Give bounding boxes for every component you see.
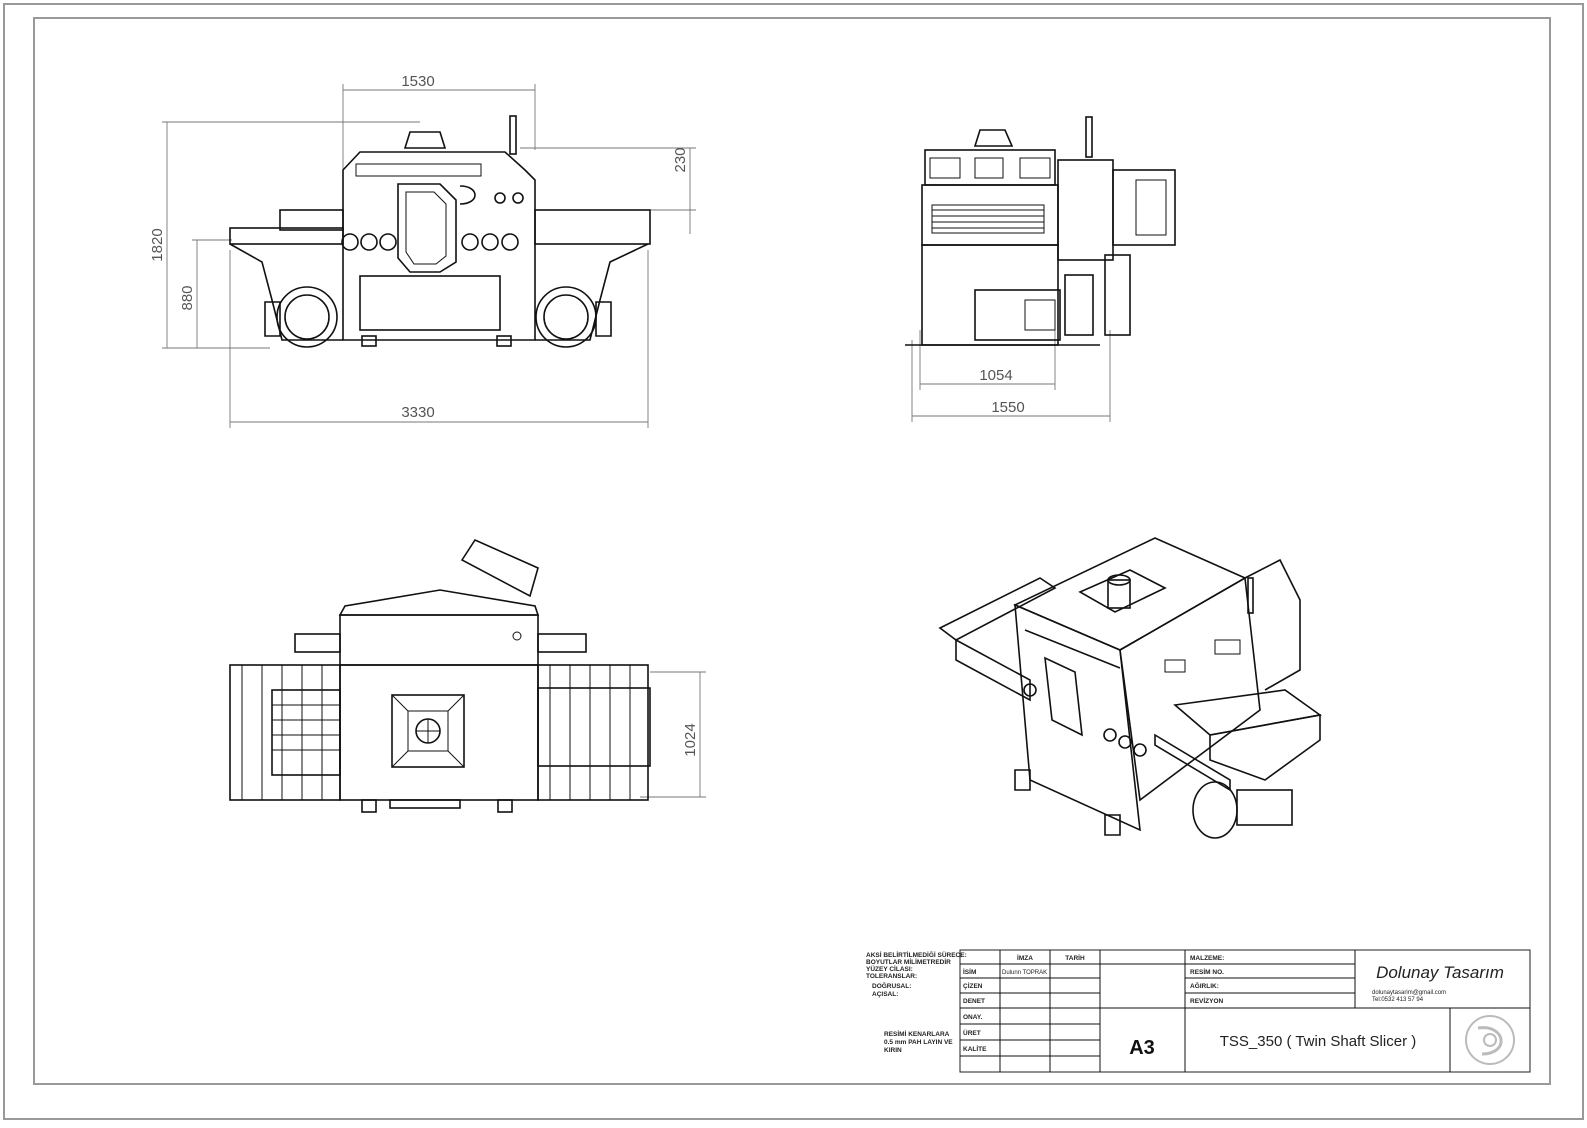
dim-front-width-total: 3330 [401,404,434,421]
role-cizen: ÇİZEN [963,982,983,990]
role-isim: İSİM [963,968,976,976]
note-line4: TOLERANSLAR: [866,973,917,980]
drawn-by-name: Dulunn TOPRAK [1002,970,1047,976]
dim-side-width-inner: 1054 [979,367,1012,384]
dim-front-height-total: 1820 [149,228,166,261]
front-logo-text: DOLUNAYTASARIM [381,166,456,175]
company-name: Dolunay Tasarım [1376,963,1504,982]
dim-front-width-top: 1530 [401,73,434,90]
role-onay: ONAY. [963,1014,982,1021]
isometric-view [938,537,1323,839]
note-line2: BOYUTLAR MİLİMETREDİR [866,958,951,966]
drawing-no-label: RESİM NO. [1190,968,1224,976]
note-line6: AÇISAL: [872,991,898,998]
revision-label: REVİZYON [1190,997,1224,1005]
weight-label: AĞIRLIK: [1190,981,1219,990]
role-kalite: KALİTE [963,1045,987,1053]
note-edge3: KIRIN [884,1047,902,1054]
header-imza: İMZA [1017,954,1033,962]
sheet-size: A3 [1129,1037,1155,1059]
dim-front-height-table: 880 [179,285,196,310]
drawing-border [33,17,1551,1085]
company-email: dolunaytasarim@gmail.com [1372,990,1446,996]
role-uret: ÜRET [963,1028,981,1037]
front-view: 1530 1820 880 230 3330 DOLUNAYTASARIM [149,73,696,428]
material-label: MALZEME: [1190,955,1224,962]
company-logo-icon [1465,1015,1515,1065]
header-tarih: TARİH [1065,954,1085,962]
outer-frame [3,3,1584,1120]
note-edge2: 0.5 mm PAH LAYIN VE [884,1039,953,1046]
note-line1: AKSİ BELİRTİLMEDİĞİ SÜRECE: [866,950,967,959]
dim-front-top-offset: 230 [672,147,689,172]
company-phone: Tel:0532 413 57 94 [1372,997,1424,1003]
note-line5: DOĞRUSAL: [872,981,911,990]
drawing-title: TSS_350 ( Twin Shaft Slicer ) [1220,1033,1416,1050]
note-line3: YÜZEY CİLASI: [866,964,913,973]
dim-side-width-total: 1550 [991,399,1024,416]
role-denet: DENET [963,998,985,1005]
top-view: 1024 [229,538,706,813]
dim-top-depth: 1024 [682,723,699,756]
title-block: AKSİ BELİRTİLMEDİĞİ SÜRECE: BOYUTLAR MİL… [866,949,1531,1073]
side-view: 1054 1550 [905,116,1176,422]
note-edge1: RESİMİ KENARLARA [884,1030,950,1038]
